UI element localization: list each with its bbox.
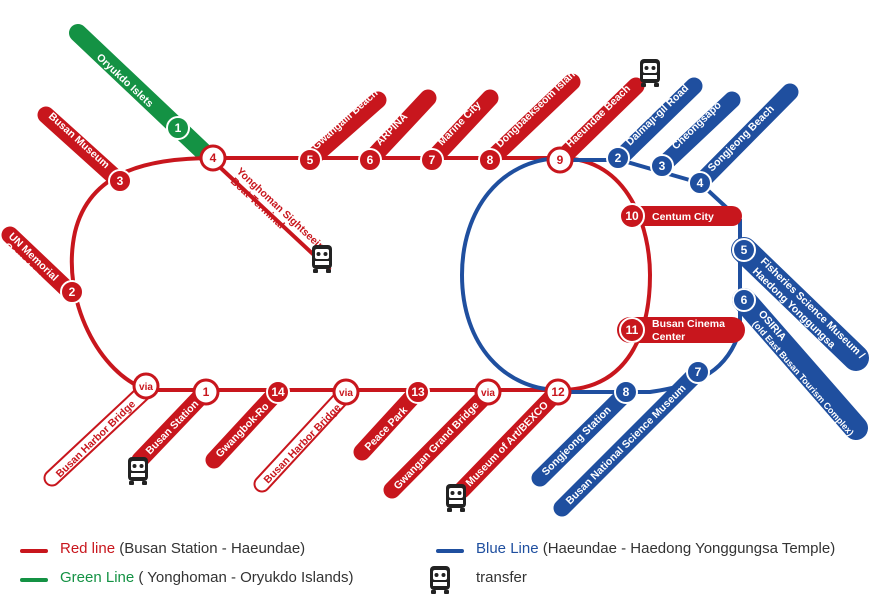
svg-text:9: 9: [557, 153, 564, 167]
via-v2-marker: via: [332, 378, 360, 406]
station-s1-label-bar: Busan Station: [131, 384, 213, 469]
station-s10-name: Centum City: [652, 211, 714, 223]
station-s14-name: Gwangbok-Ro: [214, 401, 272, 461]
svg-text:14: 14: [271, 385, 285, 399]
station-s13-label-bar: Peace Park: [353, 384, 425, 461]
station-b3-marker: 3: [650, 154, 674, 178]
station-s7-label-bar: Marine City: [423, 89, 499, 169]
station-s6-marker: 6: [358, 148, 382, 172]
station-s11-name2: Center: [652, 331, 685, 343]
legend-red: Red line (Busan Station - Haeundae): [60, 540, 305, 557]
station-s11-label-bar: Busan Cinema Center: [617, 317, 745, 343]
via-v1-name: Busan Harbor Bridge: [54, 398, 138, 480]
legend-red-swatch: [20, 549, 48, 553]
svg-text:via: via: [339, 388, 353, 399]
station-s5-name: Gwangalli Beach: [310, 87, 380, 152]
bus-transfer-icon: [128, 457, 148, 485]
svg-text:7: 7: [429, 153, 436, 167]
station-s5-marker: 5: [298, 148, 322, 172]
legend-red-title: Red line: [60, 540, 116, 557]
bus-transfer-icon: [640, 59, 660, 87]
station-s7-marker: 7: [420, 148, 444, 172]
station-s9-name: Haeundae Beach: [564, 83, 633, 150]
station-b2-marker: 2: [606, 146, 630, 170]
station-s4-marker: 4: [199, 144, 227, 172]
svg-text:4: 4: [210, 151, 217, 165]
red-line-east: [559, 156, 653, 392]
station-s14-label-bar: Gwangbok-Ro: [205, 384, 285, 469]
station-s2-label-bar: UN Memorial Cemetery: [1, 226, 79, 301]
legend-green-swatch: [20, 578, 48, 582]
svg-text:6: 6: [741, 293, 748, 307]
station-b6-marker: 6: [732, 288, 756, 312]
station-b7-marker: 7: [686, 360, 710, 384]
legend-blue-desc: (Haeundae - Haedong Yonggungsa Temple): [542, 540, 836, 557]
station-b5-marker: 5: [732, 238, 756, 262]
svg-text:7: 7: [695, 365, 702, 379]
blue-line-loop: [459, 156, 561, 392]
svg-text:via: via: [139, 382, 153, 393]
svg-text:2: 2: [69, 285, 76, 299]
svg-text:3: 3: [117, 174, 124, 188]
green-line: [69, 24, 219, 167]
via-v2-name: Busan Harbor Bridge: [262, 402, 344, 486]
legend-green-title: Green Line: [60, 569, 135, 586]
station-s3-label-bar: Busan Museum: [37, 106, 127, 189]
station-g1-marker: 1: [166, 116, 190, 140]
station-s3-marker: 3: [108, 169, 132, 193]
bus-transfer-icon: [430, 566, 450, 594]
svg-text:3: 3: [659, 159, 666, 173]
via-v3-marker: via: [474, 378, 502, 406]
station-s10-marker: 10: [619, 203, 645, 229]
svg-text:6: 6: [367, 153, 374, 167]
station-s12-marker: 12: [544, 378, 572, 406]
station-s11-marker: 11: [619, 317, 645, 343]
station-s11-name: Busan Cinema: [652, 318, 725, 330]
station-s8-marker: 8: [478, 148, 502, 172]
station-s2-marker: 2: [60, 280, 84, 304]
svg-text:via: via: [481, 388, 495, 399]
svg-text:13: 13: [411, 385, 425, 399]
station-s13-name: Peace Park: [363, 404, 411, 453]
bus-transfer-icon: [312, 245, 332, 273]
bus-transfer-icon: [446, 484, 466, 512]
station-b4-marker: 4: [688, 171, 712, 195]
svg-text:4: 4: [697, 176, 704, 190]
svg-text:11: 11: [626, 323, 639, 337]
svg-text:12: 12: [551, 385, 565, 399]
legend-green-desc: ( Yonghoman - Oryukdo Islands): [138, 569, 354, 586]
svg-text:8: 8: [623, 385, 630, 399]
via-v1-marker: via: [132, 372, 160, 400]
svg-text:5: 5: [741, 243, 748, 257]
station-s1-marker: 1: [192, 378, 220, 406]
svg-text:8: 8: [487, 153, 494, 167]
station-g1-name: Oryukdo Islets: [94, 51, 156, 110]
red-spur-line: [208, 156, 332, 272]
svg-text:2: 2: [615, 151, 622, 165]
svg-text:10: 10: [625, 209, 639, 223]
legend-red-desc: (Busan Station - Haeundae): [119, 540, 306, 557]
station-s9-marker: 9: [546, 146, 574, 174]
legend-blue: Blue Line (Haeundae - Haedong Yonggungsa…: [476, 540, 835, 557]
red-line-west: [69, 156, 560, 392]
station-s4-name: Yonghoman Sightseeing: [234, 165, 332, 257]
legend-blue-title: Blue Line: [476, 540, 539, 557]
station-s3-name: Busan Museum: [46, 110, 112, 171]
legend-green: Green Line ( Yonghoman - Oryukdo Islands…: [60, 569, 354, 586]
svg-text:5: 5: [307, 153, 314, 167]
station-s10-label-bar: Centum City: [620, 206, 742, 226]
station-b8-marker: 8: [614, 380, 638, 404]
svg-text:1: 1: [175, 121, 182, 135]
legend-blue-swatch: [436, 549, 464, 553]
legend-transfer-label: transfer: [476, 569, 527, 586]
station-s1-name: Busan Station: [144, 398, 202, 457]
station-s13-marker: 13: [406, 380, 430, 404]
legend-transfer: transfer: [476, 569, 527, 586]
station-s14-marker: 14: [266, 380, 290, 404]
svg-text:1: 1: [203, 385, 210, 399]
